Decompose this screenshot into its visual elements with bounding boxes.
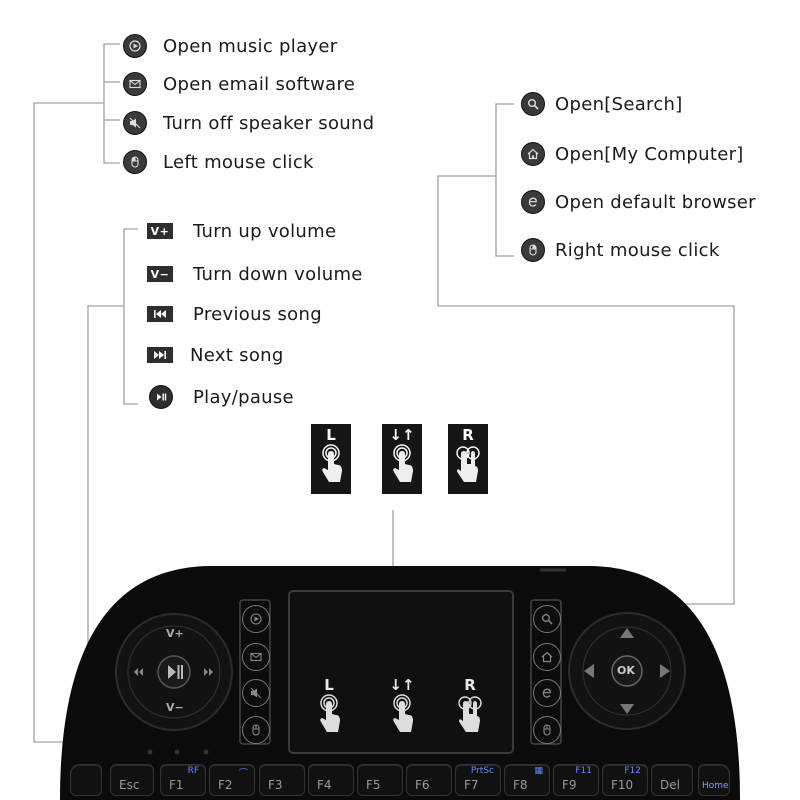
dpad-volume-up-label: V+ bbox=[166, 627, 184, 640]
gesture-label: L bbox=[324, 676, 334, 694]
music-player-icon bbox=[123, 34, 147, 58]
legend-browser: Open default browser bbox=[521, 187, 756, 217]
key-f3[interactable]: F3 bbox=[259, 764, 305, 796]
gesture-scroll: ↓↑ bbox=[382, 424, 422, 494]
email-button[interactable] bbox=[242, 643, 270, 671]
music-player-button[interactable] bbox=[242, 605, 270, 633]
browser-icon bbox=[542, 688, 551, 698]
legend-label: Open email software bbox=[163, 73, 356, 95]
legend-label: Left mouse click bbox=[163, 151, 314, 173]
speaker-mute-icon bbox=[123, 111, 147, 135]
search-button[interactable] bbox=[533, 605, 561, 633]
legend-open-search: Open[Search] bbox=[521, 89, 683, 119]
two-finger-hand-icon bbox=[458, 696, 482, 732]
volume-down-icon: V− bbox=[147, 266, 173, 282]
key-fn[interactable] bbox=[70, 764, 102, 796]
volume-up-icon: V+ bbox=[147, 223, 173, 239]
ok-button[interactable]: OK bbox=[617, 664, 635, 677]
left-mouse-icon bbox=[252, 724, 260, 736]
tap-hand-icon bbox=[322, 444, 342, 482]
legend-label: Open[Search] bbox=[555, 93, 683, 115]
key-f5[interactable]: F5 bbox=[357, 764, 403, 796]
gesture-label: R bbox=[462, 426, 474, 444]
legend-next-song: Next song bbox=[147, 340, 284, 370]
backlight-icon: ▦ bbox=[534, 766, 543, 776]
gesture-left-click: L bbox=[311, 424, 351, 494]
legend-right-click: Right mouse click bbox=[521, 235, 720, 265]
touchpad-gesture-scroll: ↓↑ bbox=[382, 676, 422, 748]
key-esc[interactable]: Esc bbox=[110, 764, 154, 796]
speaker-mute-icon bbox=[250, 687, 262, 699]
legend-label: Turn down volume bbox=[193, 263, 363, 285]
right-mouse-icon bbox=[543, 724, 551, 736]
left-click-button[interactable] bbox=[242, 716, 270, 744]
wifi-icon: ⌒ bbox=[238, 769, 248, 779]
touchpad bbox=[288, 590, 514, 754]
search-icon bbox=[542, 614, 553, 625]
mute-button[interactable] bbox=[242, 679, 270, 707]
home-icon bbox=[541, 651, 553, 663]
legend-open-email: Open email software bbox=[123, 69, 355, 99]
key-f7[interactable]: F7 PrtSc bbox=[455, 764, 501, 796]
gesture-right-click: R bbox=[448, 424, 488, 494]
legend-open-music-player: Open music player bbox=[123, 31, 337, 61]
tap-hand-icon bbox=[320, 694, 340, 732]
legend-label: Open music player bbox=[163, 35, 338, 57]
scroll-hand-icon bbox=[393, 694, 413, 732]
legend-play-pause: Play/pause bbox=[149, 382, 294, 412]
key-f1[interactable]: F1 RF bbox=[160, 764, 206, 796]
gesture-label: ↓↑ bbox=[389, 676, 415, 694]
key-f6[interactable]: F6 bbox=[406, 764, 452, 796]
right-mouse-icon bbox=[521, 238, 545, 262]
legend-label: Next song bbox=[190, 344, 284, 366]
key-f8[interactable]: F8 ▦ bbox=[504, 764, 550, 796]
key-f4[interactable]: F4 bbox=[308, 764, 354, 796]
scroll-hand-icon bbox=[393, 444, 413, 482]
key-home[interactable]: Home bbox=[698, 764, 730, 796]
gesture-label: ↓↑ bbox=[389, 426, 415, 444]
legend-volume-up: V+ Turn up volume bbox=[147, 216, 336, 246]
left-mouse-icon bbox=[123, 150, 147, 174]
search-icon bbox=[521, 92, 545, 116]
email-icon bbox=[250, 652, 262, 662]
touchpad-gesture-left: L bbox=[309, 676, 349, 748]
next-song-icon bbox=[147, 347, 173, 363]
legend-label: Previous song bbox=[193, 303, 322, 325]
legend-previous-song: Previous song bbox=[147, 299, 322, 329]
my-computer-button[interactable] bbox=[533, 643, 561, 671]
gesture-label: L bbox=[326, 426, 336, 444]
legend-volume-down: V− Turn down volume bbox=[147, 259, 363, 289]
previous-song-icon bbox=[147, 306, 173, 322]
browser-button[interactable] bbox=[533, 679, 561, 707]
legend-label: Open default browser bbox=[555, 191, 756, 213]
play-pause-icon bbox=[149, 385, 173, 409]
legend-left-click: Left mouse click bbox=[123, 147, 314, 177]
legend-label: Open[My Computer] bbox=[555, 143, 744, 165]
browser-icon bbox=[521, 190, 545, 214]
touchpad-gesture-right: R bbox=[450, 676, 490, 748]
right-click-button[interactable] bbox=[533, 716, 561, 744]
email-icon bbox=[123, 72, 147, 96]
legend-label: Turn up volume bbox=[193, 220, 337, 242]
key-f10[interactable]: F10 F12 bbox=[602, 764, 648, 796]
home-icon bbox=[521, 142, 545, 166]
legend-label: Turn off speaker sound bbox=[163, 112, 375, 134]
music-player-icon bbox=[250, 613, 262, 625]
key-f9[interactable]: F9 F11 bbox=[553, 764, 599, 796]
legend-label: Right mouse click bbox=[555, 239, 720, 261]
dpad-volume-down-label: V− bbox=[166, 701, 184, 714]
gesture-label: R bbox=[464, 676, 476, 694]
key-f2[interactable]: F2 ⌒ bbox=[209, 764, 255, 796]
legend-label: Play/pause bbox=[193, 386, 294, 408]
legend-my-computer: Open[My Computer] bbox=[521, 139, 744, 169]
legend-speaker-off: Turn off speaker sound bbox=[123, 108, 374, 138]
two-finger-hand-icon bbox=[456, 446, 480, 482]
key-del[interactable]: Del bbox=[651, 764, 693, 796]
